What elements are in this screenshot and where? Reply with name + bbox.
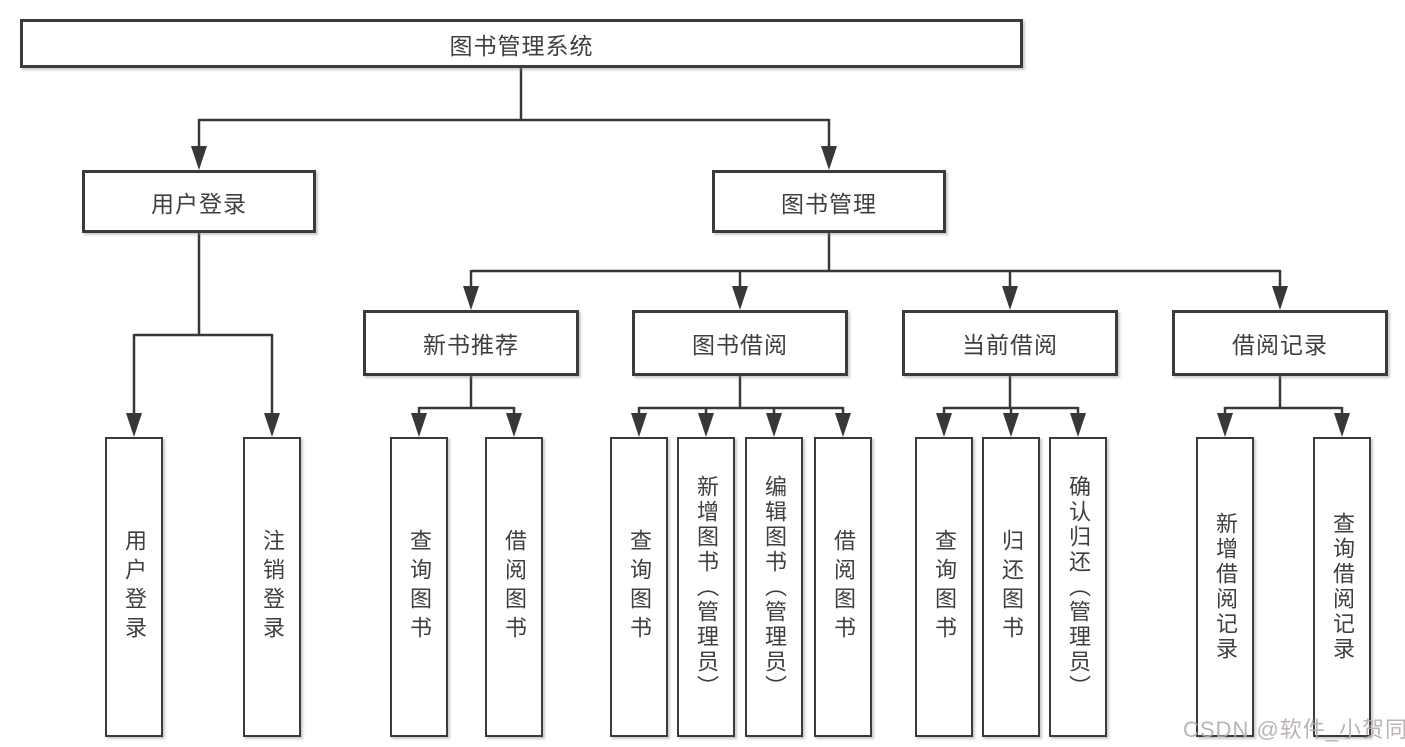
leaf-edit-books-admin-label: 编辑图书（管理员） (762, 474, 787, 700)
node-new-book-recommendation: 新书推荐 (363, 310, 579, 376)
node-book-management-label: 图书管理 (781, 190, 877, 217)
leaf-logout: 注销登录 (243, 437, 301, 737)
leaf-confirm-return-admin-label: 确认归还（管理员） (1066, 474, 1091, 700)
leaf-query-books-2: 查询图书 (610, 437, 668, 737)
leaf-return-books: 归还图书 (982, 437, 1040, 737)
node-root-label: 图书管理系统 (449, 32, 594, 59)
leaf-query-books-3-label: 查询图书 (932, 529, 957, 645)
node-user-login: 用户登录 (82, 170, 316, 233)
node-borrowing-records-label: 借阅记录 (1232, 332, 1328, 358)
node-borrowing-records: 借阅记录 (1172, 310, 1388, 376)
leaf-borrow-books-2-label: 借阅图书 (831, 529, 856, 645)
leaf-query-books-1-label: 查询图书 (407, 529, 432, 645)
leaf-user-login-label: 用户登录 (122, 529, 147, 645)
node-book-borrowing-label: 图书借阅 (692, 332, 788, 358)
leaf-add-books-admin-label: 新增图书（管理员） (694, 474, 719, 700)
leaf-borrow-books-1: 借阅图书 (485, 437, 543, 737)
node-book-management: 图书管理 (712, 170, 946, 233)
leaf-query-books-3: 查询图书 (915, 437, 973, 737)
node-user-login-label: 用户登录 (151, 190, 247, 217)
leaf-add-borrow-record-label: 新增借阅记录 (1213, 512, 1238, 662)
leaf-logout-label: 注销登录 (260, 529, 285, 645)
csdn-watermark: CSDN @软件_小贺同学 (1183, 717, 1405, 742)
leaf-query-books-1: 查询图书 (390, 437, 448, 737)
node-current-borrowing-label: 当前借阅 (962, 332, 1058, 358)
leaf-query-borrow-record: 查询借阅记录 (1313, 437, 1371, 737)
node-book-borrowing: 图书借阅 (632, 310, 848, 376)
node-new-book-recommendation-label: 新书推荐 (423, 332, 519, 358)
leaf-confirm-return-admin: 确认归还（管理员） (1049, 437, 1107, 737)
node-root-system: 图书管理系统 (20, 19, 1023, 68)
leaf-edit-books-admin: 编辑图书（管理员） (745, 437, 803, 737)
leaf-add-books-admin: 新增图书（管理员） (677, 437, 735, 737)
leaf-add-borrow-record: 新增借阅记录 (1196, 437, 1254, 737)
leaf-borrow-books-2: 借阅图书 (814, 437, 872, 737)
node-current-borrowing: 当前借阅 (902, 310, 1118, 376)
leaf-return-books-label: 归还图书 (999, 529, 1024, 645)
leaf-user-login: 用户登录 (105, 437, 163, 737)
leaf-query-borrow-record-label: 查询借阅记录 (1330, 512, 1355, 662)
leaf-borrow-books-1-label: 借阅图书 (502, 529, 527, 645)
leaf-query-books-2-label: 查询图书 (627, 529, 652, 645)
